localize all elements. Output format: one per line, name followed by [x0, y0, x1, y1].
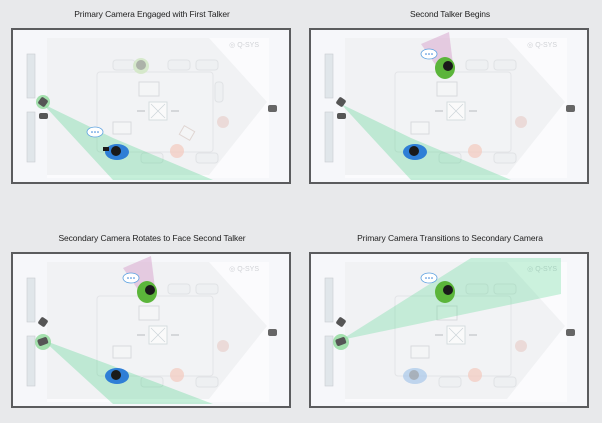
panel-title: Secondary Camera Rotates to Face Second … — [58, 233, 246, 243]
wall-display-bottom — [26, 111, 36, 163]
room-scene: ◎ Q-SYS — [26, 38, 277, 180]
secondary-camera-icon — [337, 113, 346, 119]
primary-camera-icon — [336, 317, 346, 327]
watermark-logo: ◎ Q-SYS — [229, 42, 259, 49]
panel-title: Second Talker Begins — [409, 9, 491, 19]
tablet — [178, 124, 196, 142]
chair — [195, 59, 219, 71]
room-diagram: ◎ Q-SYS — [11, 28, 291, 184]
secondary-camera-icon — [335, 337, 347, 346]
chair — [112, 59, 136, 71]
watermark-logo: ◎ Q-SYS — [527, 42, 557, 49]
secondary-camera-icon — [37, 337, 49, 346]
primary-camera-icon — [38, 97, 48, 107]
primary-camera-icon — [336, 97, 346, 107]
room-diagram: ◎ Q-SYS — [11, 252, 291, 408]
chair — [167, 59, 191, 71]
camera-beam — [43, 104, 213, 180]
room-scene: ◎ Q-SYS — [324, 258, 575, 402]
chair — [214, 81, 224, 103]
far-camera-icon — [268, 329, 277, 336]
primary-camera-icon — [38, 317, 48, 327]
watermark-logo: ◎ Q-SYS — [527, 266, 557, 273]
secondary-camera-icon — [39, 113, 48, 119]
camera-beam — [43, 340, 213, 404]
laptop — [112, 121, 132, 135]
room-diagram: ◎ Q-SYS — [309, 252, 589, 408]
chair — [195, 152, 219, 164]
person-faded — [170, 144, 184, 158]
laptop — [138, 81, 160, 97]
panel-title: Primary Camera Transitions to Secondary … — [357, 233, 543, 243]
wall-display-top — [26, 53, 36, 99]
watermark-logo: ◎ Q-SYS — [229, 266, 259, 273]
far-camera-icon — [268, 105, 277, 112]
person-faded — [217, 116, 229, 128]
panel-title: Primary Camera Engaged with First Talker — [74, 9, 230, 19]
room-diagram: ◎ Q-SYS — [309, 28, 589, 184]
room-scene: ◎ Q-SYS — [26, 256, 277, 404]
camera-beam — [341, 104, 511, 180]
far-camera-icon — [566, 105, 575, 112]
chair — [140, 152, 164, 164]
far-camera-icon — [566, 329, 575, 336]
room-scene: ◎ Q-SYS — [324, 32, 575, 180]
